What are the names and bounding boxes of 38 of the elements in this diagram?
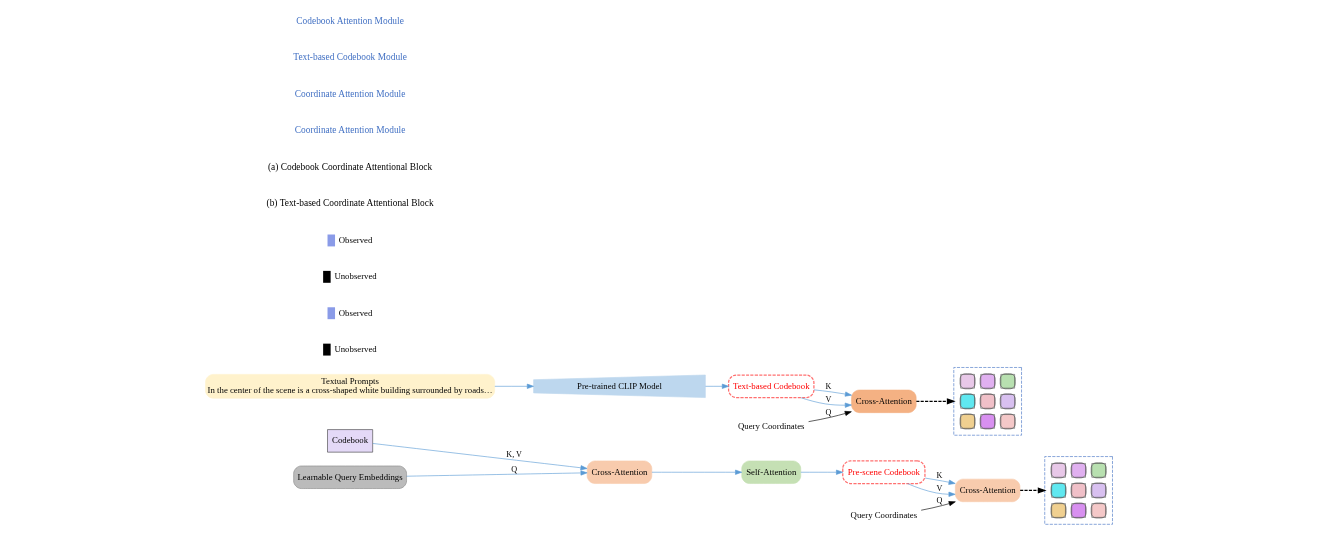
node-text: Query Coordinates <box>850 510 918 521</box>
node-box: Cross-Attention <box>955 478 1021 503</box>
label: (a) Codebook Coordinate Attentional Block <box>267 161 433 172</box>
label: Coordinate Attention Module <box>294 88 406 99</box>
legend-label: Observed <box>338 234 373 245</box>
arrow <box>813 389 852 397</box>
arrow <box>406 470 588 477</box>
label: Codebook Attention Module <box>296 16 404 27</box>
arrow <box>494 383 534 389</box>
arrow <box>924 477 956 485</box>
arrow <box>808 411 852 422</box>
node-box: Cross-Attention <box>851 389 917 413</box>
arrow <box>651 469 743 475</box>
node-box: Pre-scene Codebook <box>842 460 926 485</box>
arrow <box>705 383 729 389</box>
arrow <box>800 469 843 475</box>
arrow <box>800 397 852 408</box>
node-box: Codebook <box>327 429 373 453</box>
node-text: Query Coordinates <box>738 421 805 432</box>
label: Text-based Codebook Module <box>293 52 407 63</box>
arrow <box>1019 487 1047 494</box>
legend-label: Unobserved <box>334 343 377 354</box>
node-box: Cross-Attention <box>586 460 653 484</box>
arrow <box>907 483 956 497</box>
legend-label: Unobserved <box>334 271 377 282</box>
node-box: Self-Attention <box>741 460 802 484</box>
arrow <box>372 443 588 471</box>
node-box: Learnable Query Embeddings <box>293 465 407 489</box>
label: Coordinate Attention Module <box>294 125 406 136</box>
label: (b) Text-based Coordinate Attentional Block <box>266 197 434 208</box>
arrow <box>915 398 956 405</box>
node-box: Textual Prompts In the center of the scene is a cross-shaped white building surrounded by roads… <box>205 374 495 399</box>
node-box: Text-based Codebook <box>727 374 815 399</box>
node-picture <box>1044 456 1113 525</box>
node-box: Pre-trained CLIP Model <box>533 374 706 398</box>
arrow <box>920 501 956 511</box>
legend-label: Observed <box>338 307 373 318</box>
node-picture <box>953 367 1022 436</box>
